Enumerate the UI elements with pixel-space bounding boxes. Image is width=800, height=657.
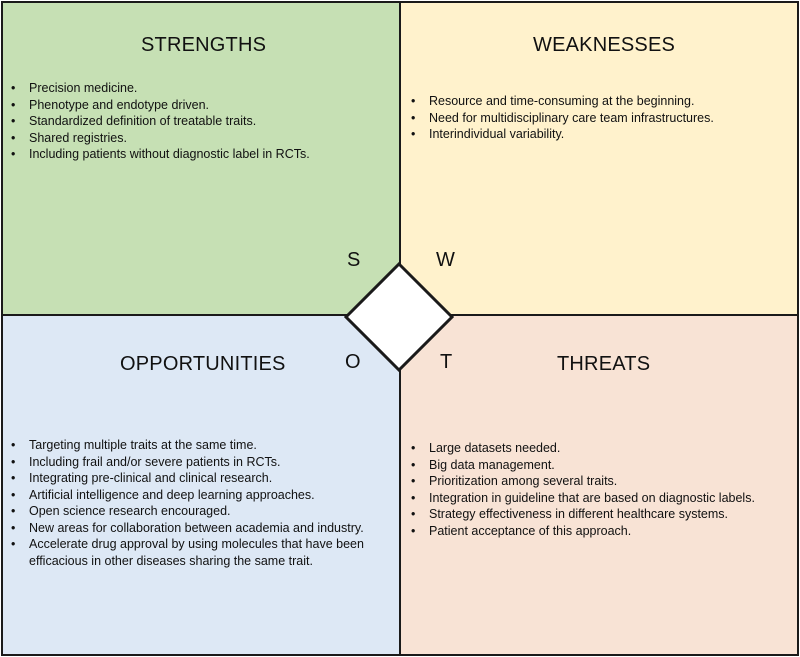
list-item: Accelerate drug approval by using molecu…	[9, 536, 394, 569]
letter-o: O	[345, 351, 361, 373]
list-item: Precision medicine.	[9, 80, 389, 97]
list-item: Including frail and/or severe patients i…	[9, 454, 394, 471]
opportunities-list: Targeting multiple traits at the same ti…	[9, 437, 394, 569]
strengths-title: STRENGTHS	[141, 34, 267, 56]
weaknesses-list: Resource and time-consuming at the begin…	[409, 93, 789, 143]
letter-w: W	[436, 249, 455, 271]
list-item: Resource and time-consuming at the begin…	[409, 93, 789, 110]
threats-quadrant: THREATS Large datasets needed.Big data m…	[399, 314, 799, 656]
list-item: Shared registries.	[9, 130, 389, 147]
opportunities-title: OPPORTUNITIES	[120, 353, 286, 375]
weaknesses-quadrant: WEAKNESSES Resource and time-consuming a…	[399, 1, 799, 316]
list-item: Patient acceptance of this approach.	[409, 523, 794, 540]
threats-title: THREATS	[557, 353, 651, 375]
strengths-quadrant: STRENGTHS Precision medicine.Phenotype a…	[1, 1, 401, 316]
list-item: Large datasets needed.	[409, 440, 794, 457]
list-item: Need for multidisciplinary care team inf…	[409, 110, 789, 127]
weaknesses-title: WEAKNESSES	[533, 34, 676, 56]
center-diamond	[344, 262, 454, 372]
list-item: Including patients without diagnostic la…	[9, 146, 389, 163]
list-item: Big data management.	[409, 457, 794, 474]
list-item: Open science research encouraged.	[9, 503, 394, 520]
list-item: Integrating pre-clinical and clinical re…	[9, 470, 394, 487]
list-item: Interindividual variability.	[409, 126, 789, 143]
list-item: Integration in guideline that are based …	[409, 490, 794, 507]
list-item: Targeting multiple traits at the same ti…	[9, 437, 394, 454]
strengths-list: Precision medicine.Phenotype and endotyp…	[9, 80, 389, 163]
list-item: New areas for collaboration between acad…	[9, 520, 394, 537]
opportunities-quadrant: OPPORTUNITIES Targeting multiple traits …	[1, 314, 401, 656]
list-item: Strategy effectiveness in different heal…	[409, 506, 794, 523]
list-item: Standardized definition of treatable tra…	[9, 113, 389, 130]
threats-list: Large datasets needed.Big data managemen…	[409, 440, 794, 539]
list-item: Phenotype and endotype driven.	[9, 97, 389, 114]
list-item: Artificial intelligence and deep learnin…	[9, 487, 394, 504]
letter-s: S	[347, 249, 361, 271]
list-item: Prioritization among several traits.	[409, 473, 794, 490]
letter-t: T	[440, 351, 453, 373]
